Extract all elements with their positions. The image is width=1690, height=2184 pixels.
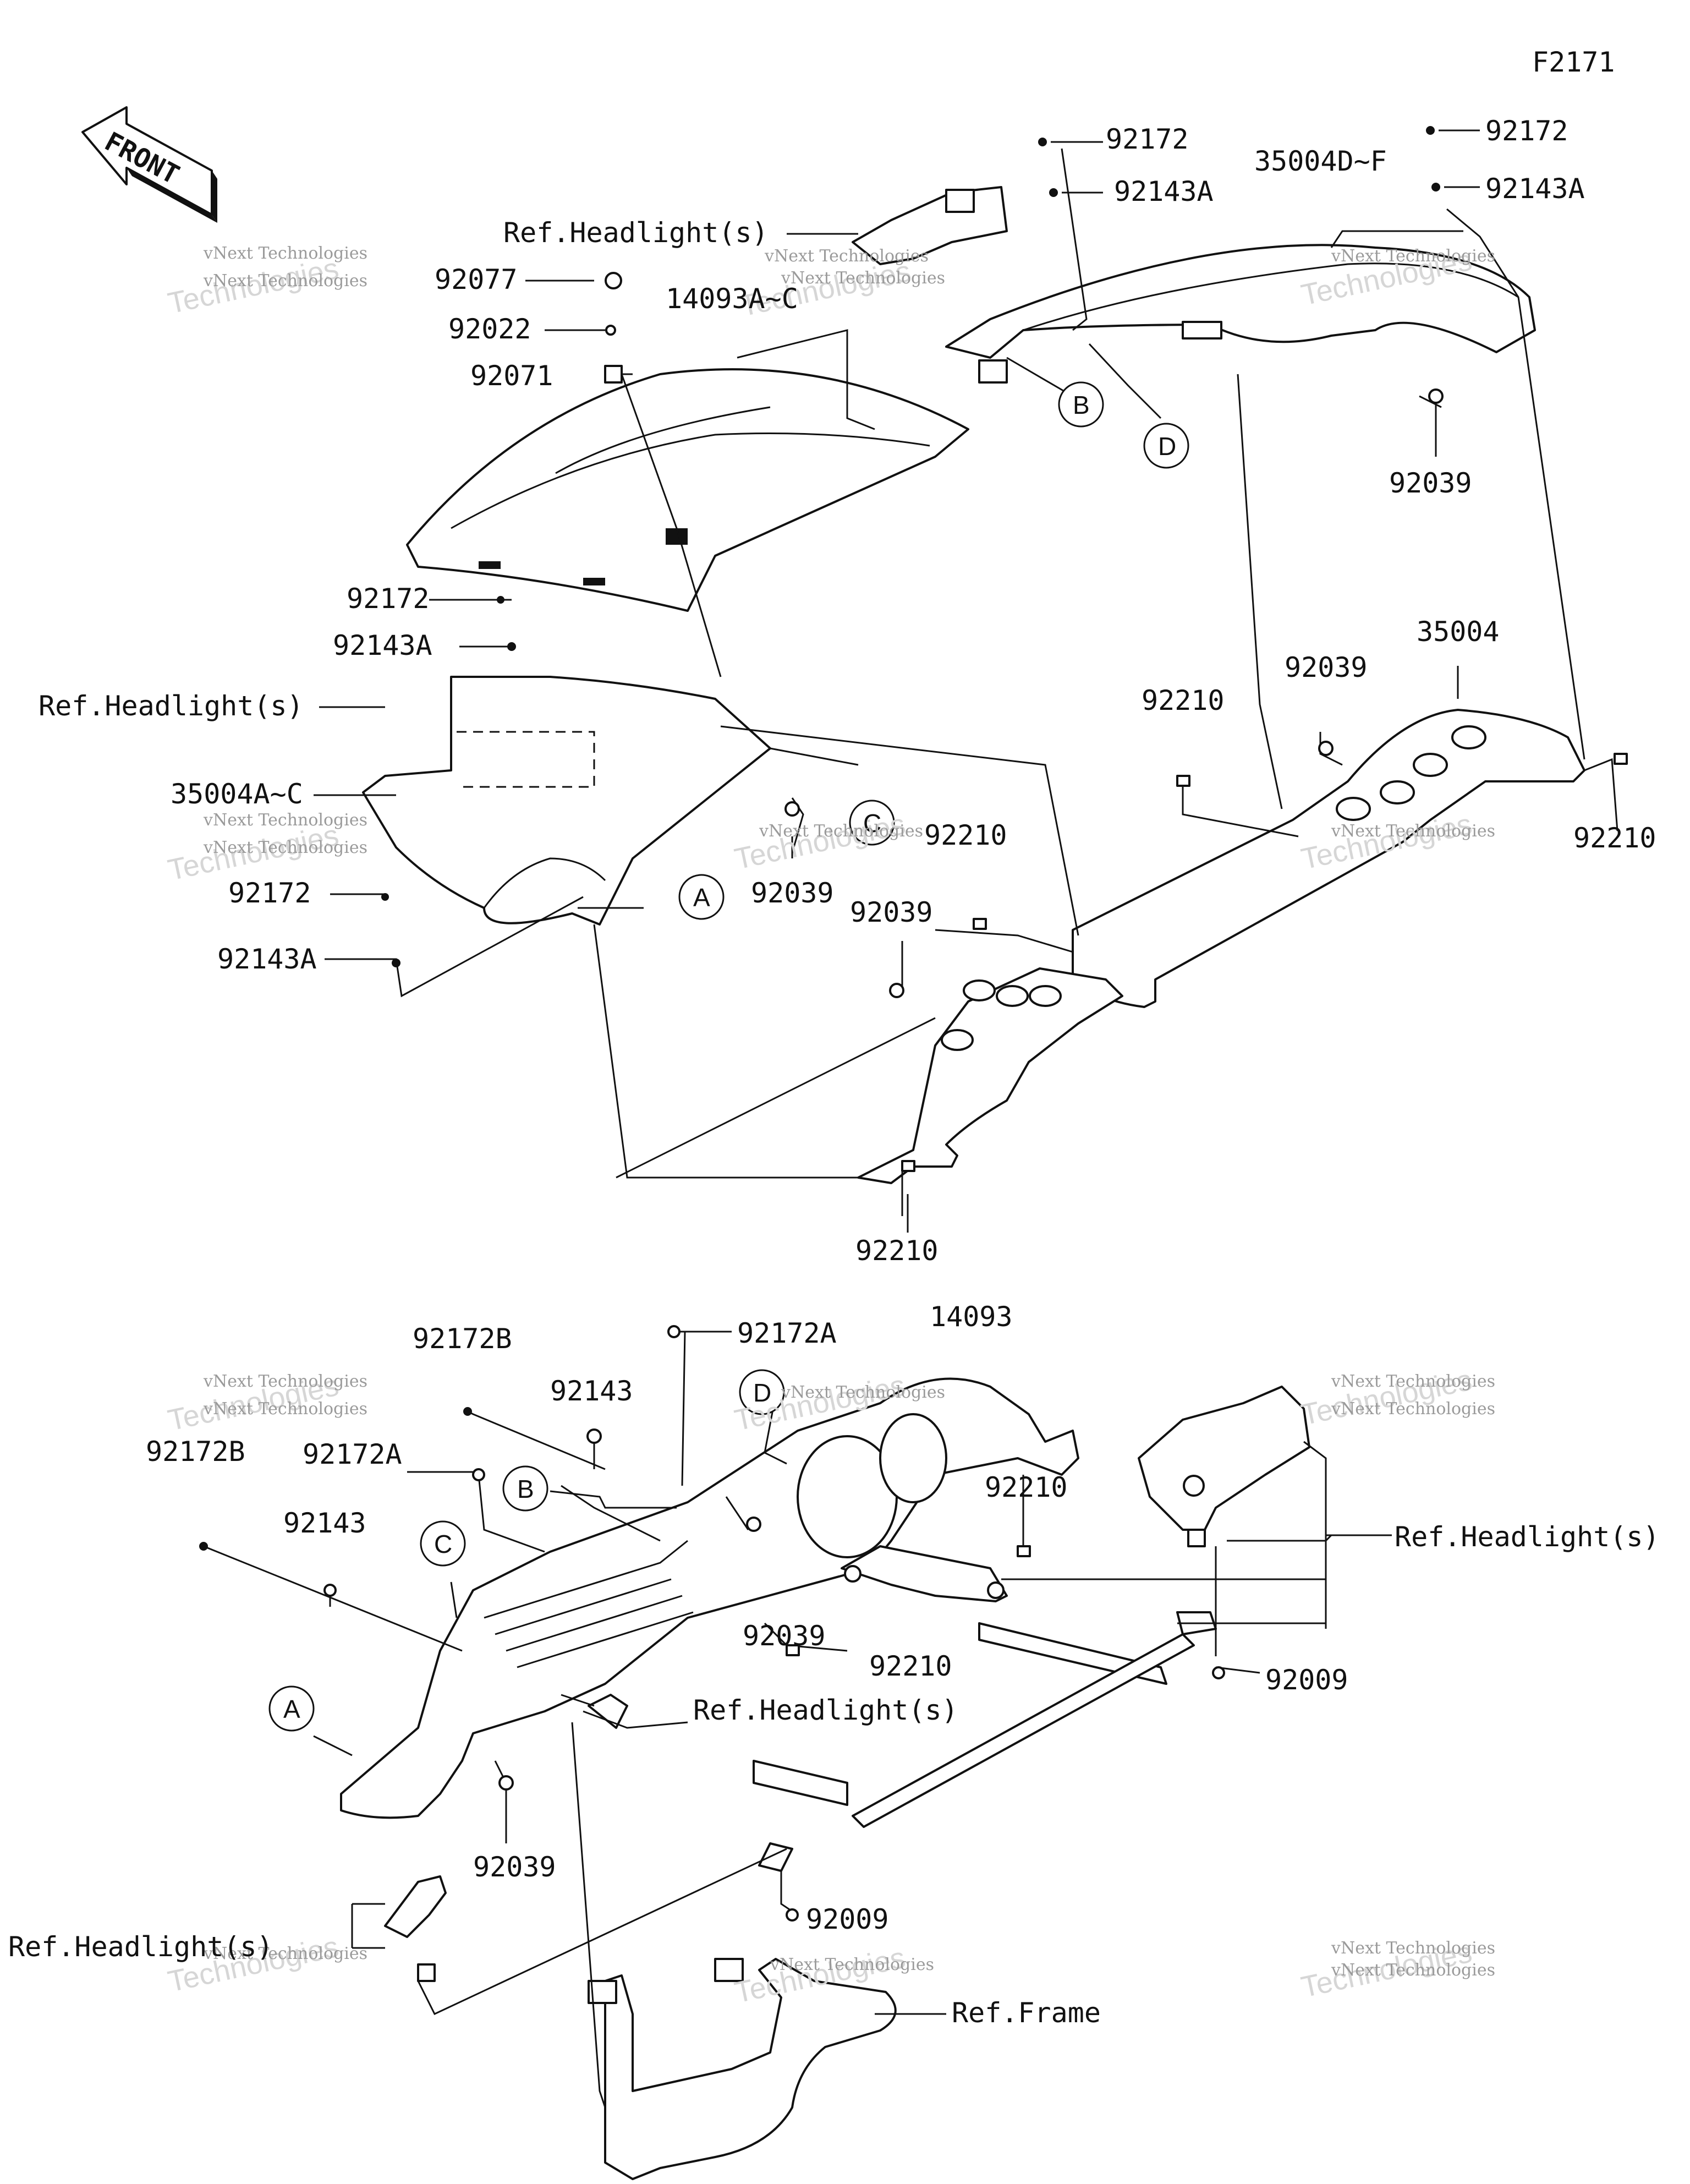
watermarks: Technologies vNext Technologies vNext Te…	[165, 244, 1495, 2010]
svg-text:vNext Technologies: vNext Technologies	[1331, 1961, 1495, 1980]
callout-a-upper: A	[678, 874, 725, 920]
label-ref-frame: Ref.Frame	[952, 1997, 1101, 2029]
label-35004: 35004	[1417, 616, 1500, 648]
hardware-symbols-upper	[381, 126, 1628, 1172]
label-92143A: 92143A	[1114, 176, 1214, 207]
label-92172: 92172	[1106, 123, 1189, 155]
label-92210: 92210	[924, 819, 1007, 851]
svg-text:vNext Technologies: vNext Technologies	[1331, 1399, 1495, 1419]
label-ref-headlight: Ref.Headlight(s)	[1395, 1521, 1660, 1553]
label-14093: 14093	[930, 1301, 1013, 1333]
label-ref-headlight: Ref.Headlight(s)	[39, 690, 304, 722]
callout-d-upper: D	[1143, 423, 1189, 469]
label-92143: 92143	[283, 1507, 366, 1539]
headlight-mount-center	[841, 1545, 1008, 1602]
svg-text:Technologies: Technologies	[732, 808, 908, 876]
label-92009: 92009	[1265, 1664, 1348, 1696]
frame-rails	[753, 1611, 1217, 1872]
svg-text:vNext Technologies: vNext Technologies	[1331, 822, 1495, 841]
label-92039: 92039	[751, 877, 834, 909]
headlight-bracket-right	[1138, 1386, 1310, 1547]
callout-d-lower: D	[739, 1369, 785, 1415]
svg-text:A: A	[693, 883, 710, 912]
svg-text:vNext Technologies: vNext Technologies	[1331, 247, 1495, 266]
leader-lines-lower	[203, 1331, 1392, 2108]
label-35004A-C: 35004A~C	[171, 778, 303, 810]
headlight-bracket-left-lower	[384, 1694, 628, 1982]
label-92172A: 92172A	[303, 1438, 402, 1470]
svg-text:vNext Technologies: vNext Technologies	[203, 1372, 367, 1391]
label-92009: 92009	[806, 1903, 889, 1935]
svg-text:vNext Technologies: vNext Technologies	[764, 247, 929, 266]
label-92143A: 92143A	[333, 630, 432, 661]
callout-c-lower: C	[420, 1520, 466, 1567]
label-92210: 92210	[1142, 685, 1225, 716]
cover-panel-35004d-f	[945, 244, 1536, 384]
svg-text:vNext Technologies: vNext Technologies	[203, 811, 367, 830]
label-92210: 92210	[855, 1235, 939, 1267]
label-92077: 92077	[435, 264, 518, 295]
label-92172: 92172	[1485, 115, 1568, 147]
svg-text:vNext Technologies: vNext Technologies	[203, 271, 367, 291]
headlight-bracket-top	[852, 186, 1008, 265]
svg-text:vNext Technologies: vNext Technologies	[203, 244, 367, 263]
callout-a-lower: A	[268, 1685, 315, 1732]
hardware-symbols-lower	[199, 1325, 1225, 1922]
label-35004D-F: 35004D~F	[1254, 145, 1387, 177]
label-92210: 92210	[985, 1471, 1068, 1503]
main-cowl-14093	[340, 1377, 1079, 1819]
callout-c-upper: C	[849, 800, 895, 846]
svg-text:B: B	[517, 1475, 534, 1503]
label-92143A: 92143A	[217, 943, 317, 975]
label-92172: 92172	[228, 877, 311, 909]
svg-text:vNext Technologies: vNext Technologies	[203, 1399, 367, 1419]
side-panel-35004a-c	[362, 676, 771, 926]
svg-text:vNext Technologies: vNext Technologies	[759, 822, 923, 841]
frame-bottom	[588, 1958, 897, 2180]
svg-text:C: C	[434, 1530, 452, 1558]
label-92071: 92071	[470, 360, 553, 392]
leader-lines-upper	[314, 129, 1618, 1233]
svg-text:D: D	[753, 1378, 771, 1407]
side-bracket-lower	[857, 967, 1123, 1184]
svg-text:vNext Technologies: vNext Technologies	[781, 1383, 945, 1402]
label-92143: 92143	[550, 1375, 633, 1407]
svg-text:vNext Technologies: vNext Technologies	[781, 269, 945, 288]
label-92039: 92039	[1285, 652, 1368, 683]
label-92210: 92210	[869, 1650, 952, 1682]
svg-text:vNext Technologies: vNext Technologies	[770, 1955, 934, 1974]
figure-code: F2171	[1532, 46, 1615, 78]
label-92039: 92039	[1389, 467, 1472, 499]
label-ref-headlight: Ref.Headlight(s)	[8, 1931, 273, 1963]
svg-text:A: A	[283, 1695, 300, 1723]
label-ref-headlight: Ref.Headlight(s)	[693, 1694, 958, 1726]
label-92039: 92039	[473, 1851, 556, 1883]
label-92039: 92039	[850, 896, 933, 928]
label-92039: 92039	[743, 1620, 826, 1652]
label-92022: 92022	[448, 313, 531, 345]
label-ref-headlight: Ref.Headlight(s)	[503, 217, 769, 249]
svg-text:D: D	[1158, 432, 1176, 461]
svg-text:vNext Technologies: vNext Technologies	[203, 838, 367, 857]
svg-text:B: B	[1073, 391, 1090, 419]
label-92172B: 92172B	[413, 1323, 512, 1355]
label-92172A: 92172A	[737, 1317, 837, 1349]
label-92210: 92210	[1573, 822, 1656, 854]
label-92172: 92172	[347, 583, 430, 615]
front-arrow-icon: FRONT	[81, 106, 217, 223]
cover-panel-14093a-c	[406, 368, 969, 612]
svg-text:vNext Technologies: vNext Technologies	[203, 1944, 367, 1963]
callout-b-upper: B	[1058, 381, 1104, 428]
label-92172B: 92172B	[146, 1436, 245, 1468]
svg-text:vNext Technologies: vNext Technologies	[1331, 1372, 1495, 1391]
part-labels: 92172 92143A 92172 92143A 35004D~F Ref.H…	[8, 115, 1660, 2029]
svg-text:vNext Technologies: vNext Technologies	[1331, 1939, 1495, 1958]
svg-text:C: C	[863, 809, 881, 838]
side-panel-35004	[1072, 709, 1585, 1008]
callout-b-lower: B	[502, 1465, 548, 1512]
label-92143A: 92143A	[1485, 173, 1585, 205]
label-14093A-C: 14093A~C	[666, 283, 798, 315]
